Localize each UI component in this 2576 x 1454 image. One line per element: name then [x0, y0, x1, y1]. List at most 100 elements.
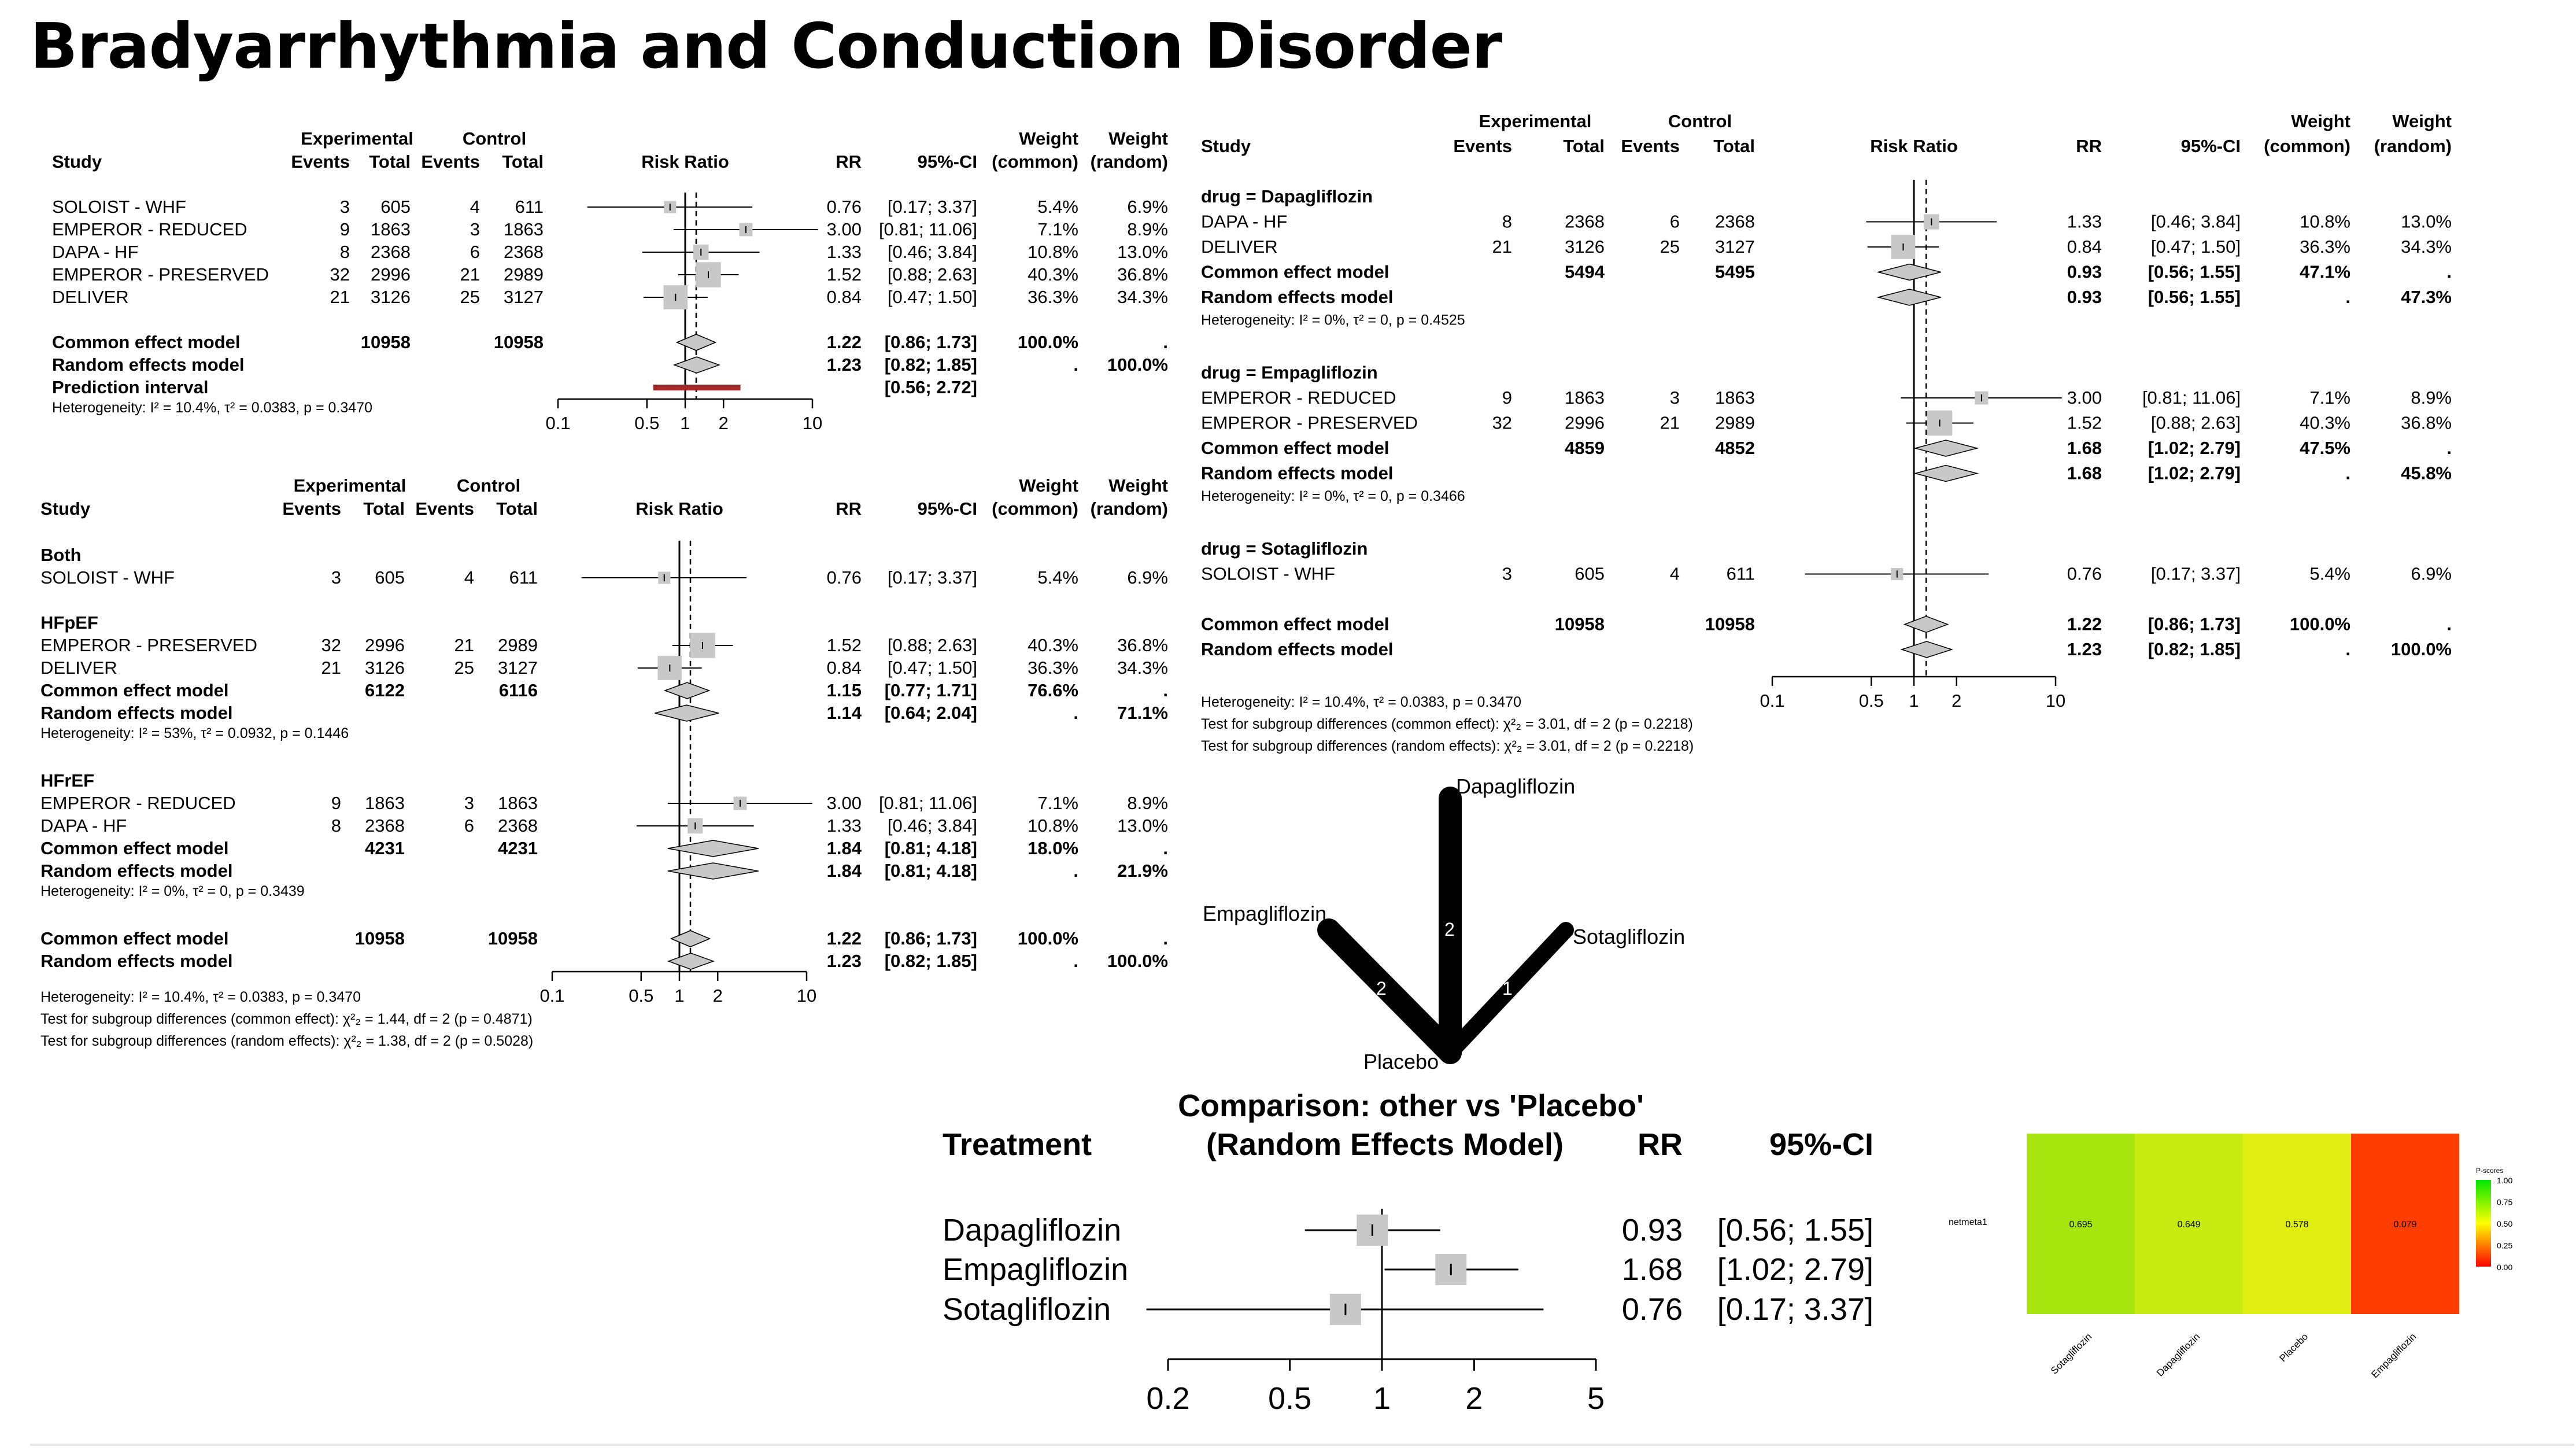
rr-value: 0.84 — [827, 287, 862, 307]
study-name: EMPEROR - REDUCED — [40, 793, 236, 813]
study-name: DAPA - HF — [52, 242, 138, 262]
weight-random: 6.9% — [2411, 564, 2452, 584]
heatmap-col-label: Sotagliflozin — [2049, 1331, 2094, 1376]
rr-value: 1.23 — [827, 355, 862, 375]
header-ctl-events: Events — [415, 499, 474, 519]
heatmap-cell — [2351, 1134, 2459, 1314]
ctl-total: 5495 — [1715, 262, 1755, 282]
weight-common: 47.5% — [2300, 438, 2350, 458]
treatment-rr: 1.68 — [1622, 1252, 1683, 1287]
header-study: Study — [1201, 136, 1251, 156]
legend-colorbar — [2476, 1180, 2491, 1267]
ctl-events: 21 — [454, 635, 474, 655]
study-name: SOLOIST - WHF — [1201, 564, 1335, 584]
exp-events: 8 — [331, 815, 341, 836]
treatment-rr: 0.93 — [1622, 1213, 1683, 1248]
ctl-events: 6 — [1670, 212, 1680, 232]
ctl-total: 3127 — [498, 658, 538, 678]
heatmap-col-label-group: Sotagliflozin — [2049, 1331, 2094, 1376]
x-tick-label: 0.5 — [629, 986, 653, 1006]
exp-events: 32 — [1492, 413, 1512, 433]
header-exp-events: Events — [282, 499, 341, 519]
treatment-ci: [1.02; 2.79] — [1717, 1252, 1873, 1287]
heatmap-cell-value: 0.079 — [2393, 1220, 2416, 1230]
node-label-empagliflozin: Empagliflozin — [1203, 902, 1326, 925]
header-weight-random-sub: (random) — [2374, 136, 2452, 156]
heterogeneity-note: Heterogeneity: I² = 10.4%, τ² = 0.0383, … — [52, 400, 372, 416]
subgroup-label: drug = Empagliflozin — [1201, 363, 1378, 383]
ctl-total: 10958 — [488, 928, 538, 949]
chart-title-line2: (Random Effects Model) — [1206, 1127, 1564, 1162]
exp-total: 2996 — [365, 635, 405, 655]
subgroup-label: Both — [40, 545, 82, 565]
header-risk-ratio: Risk Ratio — [635, 499, 723, 519]
common-effect-diamond — [1876, 263, 1941, 281]
bottom-divider — [30, 1444, 2574, 1446]
weight-random: 100.0% — [1107, 951, 1168, 971]
header-risk-ratio: Risk Ratio — [1870, 136, 1958, 156]
weight-common: . — [2345, 287, 2350, 307]
weight-common: 100.0% — [2290, 614, 2350, 634]
study-name: EMPEROR - PRESERVED — [40, 635, 257, 655]
study-name: EMPEROR - PRESERVED — [52, 264, 269, 285]
header-experimental: Experimental — [301, 128, 413, 149]
ctl-total: 1863 — [1715, 388, 1755, 408]
rr-value: 0.93 — [2067, 262, 2102, 282]
ci-value: [0.88; 2.63] — [2151, 413, 2241, 433]
model-label: Common effect model — [1201, 438, 1389, 458]
node-label-dapagliflozin: Dapagliflozin — [1456, 774, 1575, 798]
ctl-events: 3 — [464, 793, 474, 813]
legend-tick-label: 0.25 — [2497, 1241, 2512, 1250]
exp-total: 2368 — [371, 242, 411, 262]
x-tick-label: 0.1 — [545, 413, 570, 433]
ci-value: [0.17; 3.37] — [888, 197, 977, 217]
ci-value: [0.88; 2.63] — [888, 635, 977, 655]
rr-value: 1.52 — [2067, 413, 2102, 433]
ci-value: [0.46; 3.84] — [888, 242, 977, 262]
header-exp-total: Total — [1563, 136, 1605, 156]
ctl-total: 611 — [509, 567, 538, 588]
ctl-events: 4 — [470, 197, 480, 217]
ci-value: [0.56; 1.55] — [2148, 262, 2241, 282]
ctl-total: 2368 — [498, 815, 538, 836]
common-effect-diamond — [670, 930, 711, 947]
ci-value: [0.17; 3.37] — [2151, 564, 2241, 584]
x-tick-label: 2 — [1952, 691, 1961, 711]
ctl-total: 611 — [515, 197, 544, 217]
ctl-total: 4852 — [1715, 438, 1755, 458]
exp-total: 3126 — [1565, 237, 1605, 257]
legend-tick-label: 0.50 — [2497, 1219, 2512, 1228]
study-name: DAPA - HF — [1201, 212, 1287, 232]
edge-sotagliflozin-placebo — [1442, 922, 1574, 1061]
exp-total: 1863 — [1565, 388, 1605, 408]
ci-value: [0.64; 2.04] — [885, 703, 977, 723]
node-label-placebo: Placebo — [1363, 1050, 1439, 1073]
ci-value: [0.82; 1.85] — [885, 951, 977, 971]
ctl-events: 4 — [464, 567, 474, 588]
chart-title-line1: Comparison: other vs 'Placebo' — [1178, 1088, 1644, 1123]
header-ctl-total: Total — [496, 499, 538, 519]
heatmap-col-label: Placebo — [2277, 1331, 2310, 1364]
ctl-total: 6116 — [499, 680, 538, 700]
ci-value: [0.86; 1.73] — [885, 332, 977, 352]
exp-events: 21 — [1492, 237, 1512, 257]
common-effect-diamond — [667, 840, 759, 857]
ci-value: [1.02; 2.79] — [2148, 438, 2241, 458]
weight-common: 100.0% — [1018, 928, 1078, 949]
random-effect-diamond — [667, 953, 715, 970]
exp-total: 4231 — [365, 838, 405, 858]
header-ctl-total: Total — [1713, 136, 1755, 156]
ci-value: [0.47; 1.50] — [2151, 237, 2241, 257]
weight-common: 5.4% — [1037, 567, 1078, 588]
ctl-events: 25 — [1660, 237, 1680, 257]
treatment-ci: [0.17; 3.37] — [1717, 1292, 1873, 1327]
treatment-name: Empagliflozin — [943, 1252, 1128, 1287]
weight-common: 7.1% — [1037, 793, 1078, 813]
exp-events: 8 — [340, 242, 350, 262]
weight-random: 34.3% — [1117, 658, 1168, 678]
x-tick-label: 0.2 — [1146, 1381, 1189, 1416]
random-effect-diamond — [1900, 641, 1953, 658]
header-risk-ratio: Risk Ratio — [641, 152, 729, 172]
treatment-ci: [0.56; 1.55] — [1717, 1213, 1873, 1248]
